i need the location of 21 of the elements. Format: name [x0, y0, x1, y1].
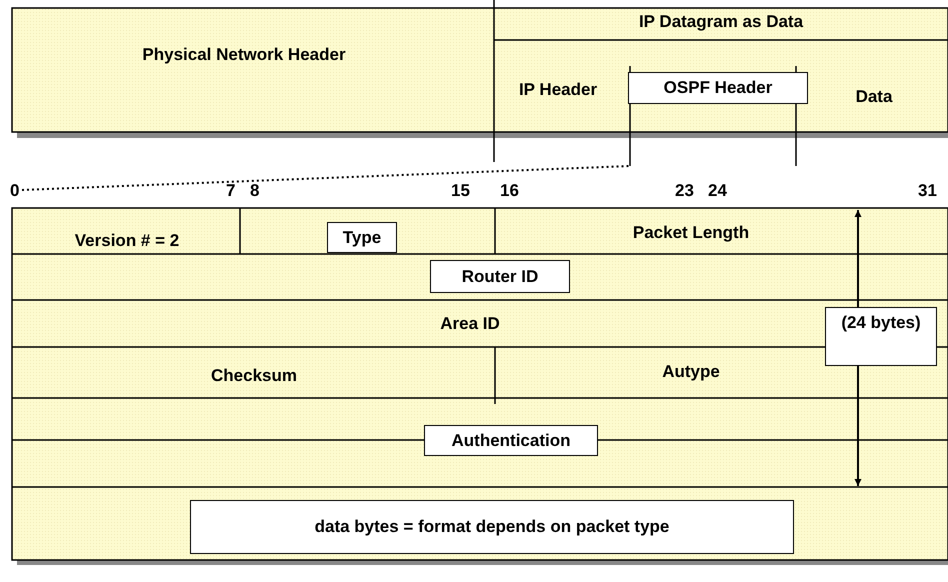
section-title: IP Datagram as Data: [638, 12, 804, 32]
bit-number: 23: [675, 181, 694, 201]
field-name: Version # = 2: [14, 228, 240, 254]
size-label: (24 bytes): [825, 307, 937, 366]
bit-number: 8: [250, 181, 260, 201]
field-label-box: Authentication: [424, 425, 598, 456]
bit-number: 15: [451, 181, 470, 201]
field-label-box: Type: [327, 222, 397, 253]
bit-number: 0: [10, 181, 20, 201]
field-label-box: data bytes = format depends on packet type: [190, 500, 794, 554]
bit-number: 7: [226, 181, 236, 201]
bit-number: 16: [500, 181, 519, 201]
bit-number: 24: [708, 181, 727, 201]
field-name: Area ID: [130, 310, 810, 338]
field-name: Packet Length: [496, 218, 886, 248]
field-label-box: OSPF Header: [628, 72, 808, 104]
field-name: Physical Network Header: [14, 40, 474, 70]
field-name: IP Header: [496, 77, 620, 103]
field-label-box: Router ID: [430, 260, 570, 293]
field-name: Checksum: [14, 362, 494, 390]
bit-number: 31: [918, 181, 937, 201]
